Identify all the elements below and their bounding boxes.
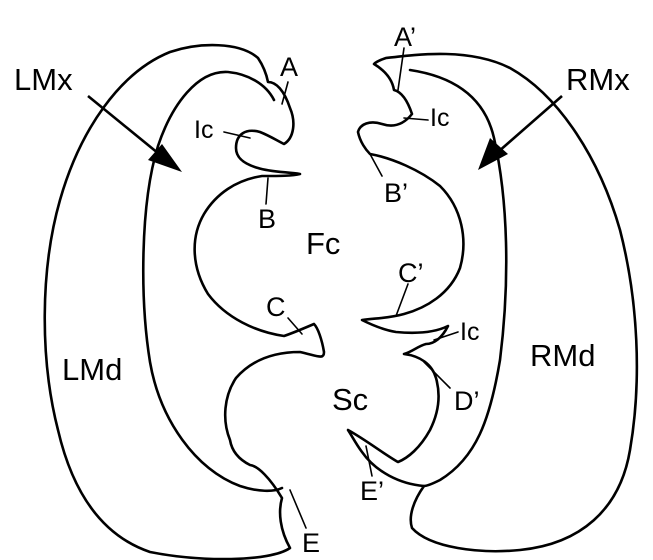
ic-right-top-leader xyxy=(403,117,429,121)
e-label: E xyxy=(302,528,320,558)
b-leader xyxy=(265,177,269,205)
c-prime-leader xyxy=(395,283,409,317)
ic-left-label: Ic xyxy=(194,116,213,144)
c-label: C xyxy=(266,292,286,322)
ic-right-bottom-label: Ic xyxy=(460,318,479,346)
fc-label: Fc xyxy=(306,226,340,261)
rmx-label: RMx xyxy=(566,62,630,97)
e-prime-label: E’ xyxy=(360,476,384,506)
right-valve-inner-line xyxy=(408,68,508,488)
c-leader xyxy=(287,317,303,335)
lmd-label: LMd xyxy=(62,352,122,387)
rmd-label: RMd xyxy=(530,338,595,373)
d-prime-label: D’ xyxy=(454,386,480,416)
b-prime-label: B’ xyxy=(384,178,408,208)
lmx-label: LMx xyxy=(14,62,73,97)
lmx-arrow-line xyxy=(87,94,165,160)
c-prime-label: C’ xyxy=(398,258,424,288)
b-prime-leader xyxy=(369,153,383,177)
left-valve-outline xyxy=(43,43,326,560)
a-prime-leader xyxy=(397,47,405,91)
lmx-arrow-head xyxy=(148,144,182,172)
b-label: B xyxy=(258,204,276,234)
ic-right-top-label: Ic xyxy=(430,104,449,132)
a-leader xyxy=(281,81,289,105)
e-prime-leader xyxy=(365,445,373,477)
d-prime-leader xyxy=(423,361,451,389)
ic-left-leader xyxy=(223,131,251,139)
a-prime-label: A’ xyxy=(394,22,416,52)
e-leader xyxy=(289,489,307,529)
rmx-arrow-line xyxy=(497,95,563,153)
ic-right-bottom-leader xyxy=(433,331,459,341)
left-valve-inner-line xyxy=(142,70,284,493)
sc-label: Sc xyxy=(332,382,368,417)
a-label: A xyxy=(280,52,298,82)
rmx-arrow-head xyxy=(478,138,508,170)
